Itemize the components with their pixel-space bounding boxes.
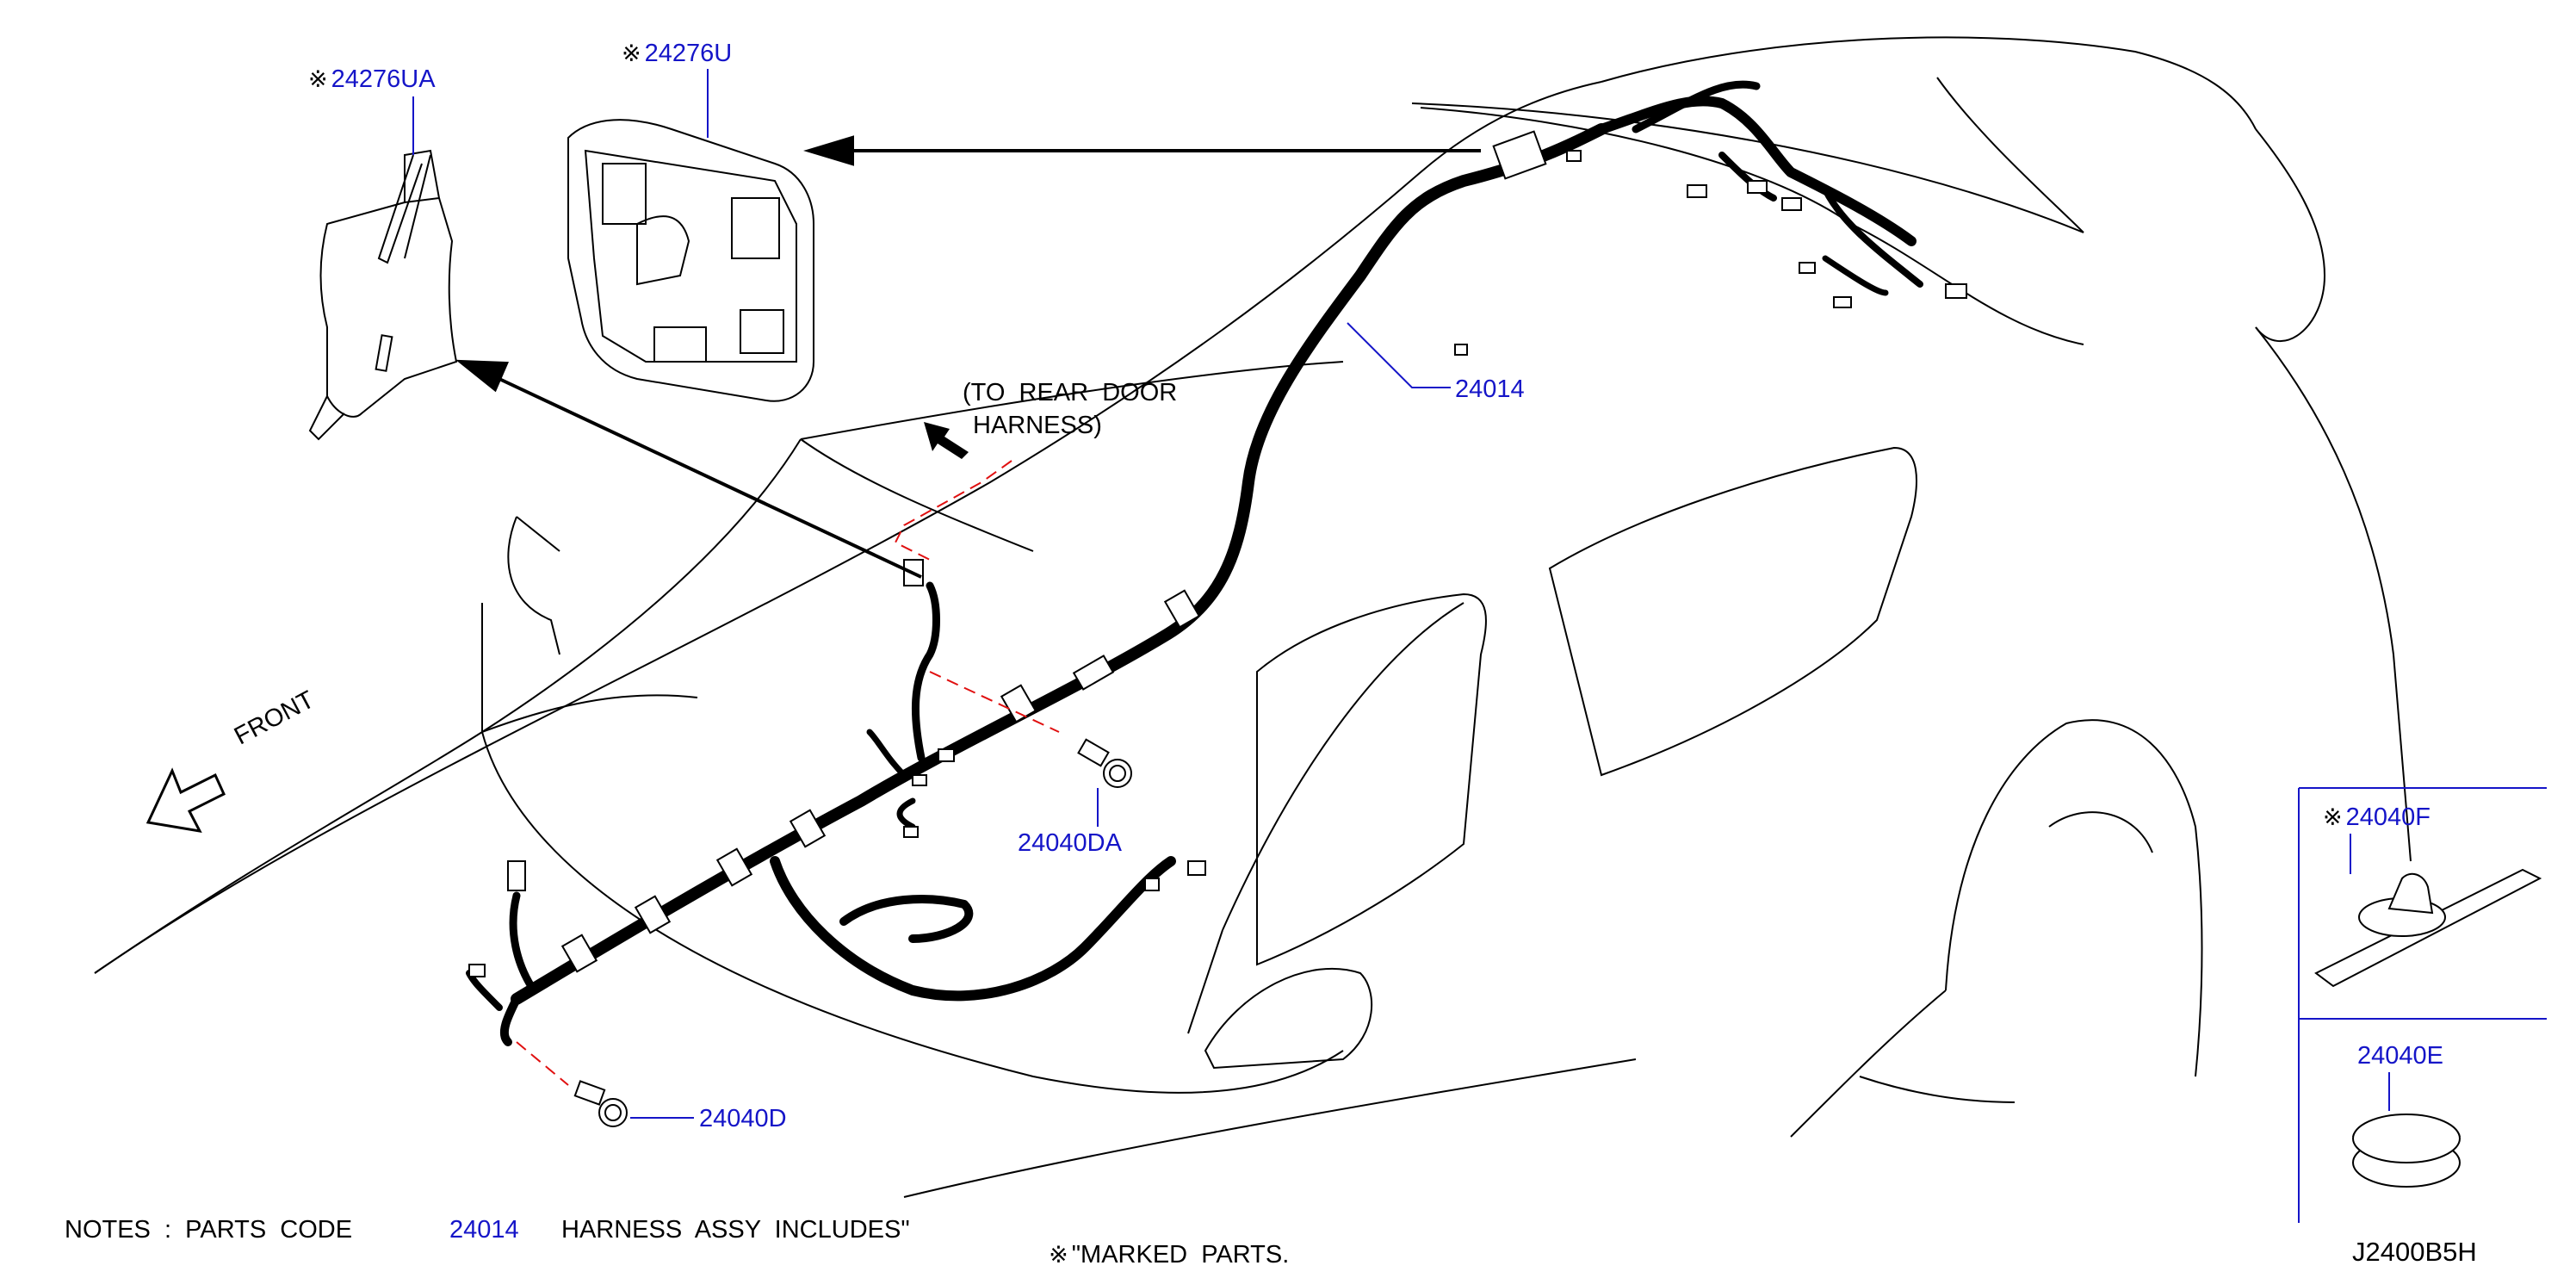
front-arrow-icon	[146, 767, 226, 833]
bolt-24040DA	[1077, 738, 1132, 788]
rear-door-note-line1: (TO REAR DOOR	[963, 379, 1178, 406]
inset-panel	[2298, 787, 2547, 1223]
label-24276UA: ※24276UA	[308, 67, 436, 92]
mark-symbol-icon: ※	[308, 66, 328, 93]
part-code-24040E: 24040E	[2357, 1042, 2443, 1070]
grommet-24276U	[567, 119, 814, 402]
diagram-id: J2400B5H	[2352, 1237, 2477, 1267]
notes-suffix-text: "MARKED PARTS.	[1071, 1241, 1290, 1269]
harness-24014	[466, 80, 1923, 1046]
part-code-24276UA: 24276UA	[331, 65, 436, 93]
label-24040D: 24040D	[699, 1107, 787, 1132]
part-code-24040D: 24040D	[699, 1105, 787, 1132]
callout-arrows	[455, 135, 1481, 579]
car-body-outline	[94, 36, 2412, 1198]
notes-middle: HARNESS ASSY INCLUDES"	[561, 1216, 910, 1244]
notes-suffix: ※"MARKED PARTS.	[1035, 1218, 1289, 1268]
mark-symbol-icon: ※	[622, 40, 641, 67]
part-code-24014: 24014	[1455, 375, 1525, 403]
bracket-24276UA	[308, 149, 458, 441]
label-leaders	[412, 69, 2390, 1119]
label-24276U: ※24276U	[622, 41, 732, 66]
harness-clips	[468, 130, 1967, 977]
notes-prefix: NOTES : PARTS CODE	[65, 1216, 353, 1244]
notes-code: 24014	[449, 1216, 519, 1244]
rear-door-arrow	[924, 422, 969, 459]
rear-door-note-line2: HARNESS)	[973, 412, 1102, 439]
part-code-24040F: 24040F	[2345, 803, 2430, 831]
label-24040DA: 24040DA	[1018, 831, 1122, 856]
mark-symbol-icon: ※	[2323, 804, 2343, 831]
part-code-24276U: 24276U	[644, 40, 733, 67]
red-leaders	[516, 460, 1060, 1086]
label-24014: 24014	[1455, 377, 1525, 402]
bolt-24040D	[573, 1080, 628, 1127]
label-24040E: 24040E	[2357, 1044, 2443, 1069]
mark-symbol-icon: ※	[1049, 1242, 1068, 1269]
part-code-24040DA: 24040DA	[1018, 829, 1122, 857]
clip-24040F	[2314, 868, 2542, 988]
label-24040F: ※24040F	[2323, 805, 2430, 830]
cap-24040E	[2352, 1114, 2461, 1188]
